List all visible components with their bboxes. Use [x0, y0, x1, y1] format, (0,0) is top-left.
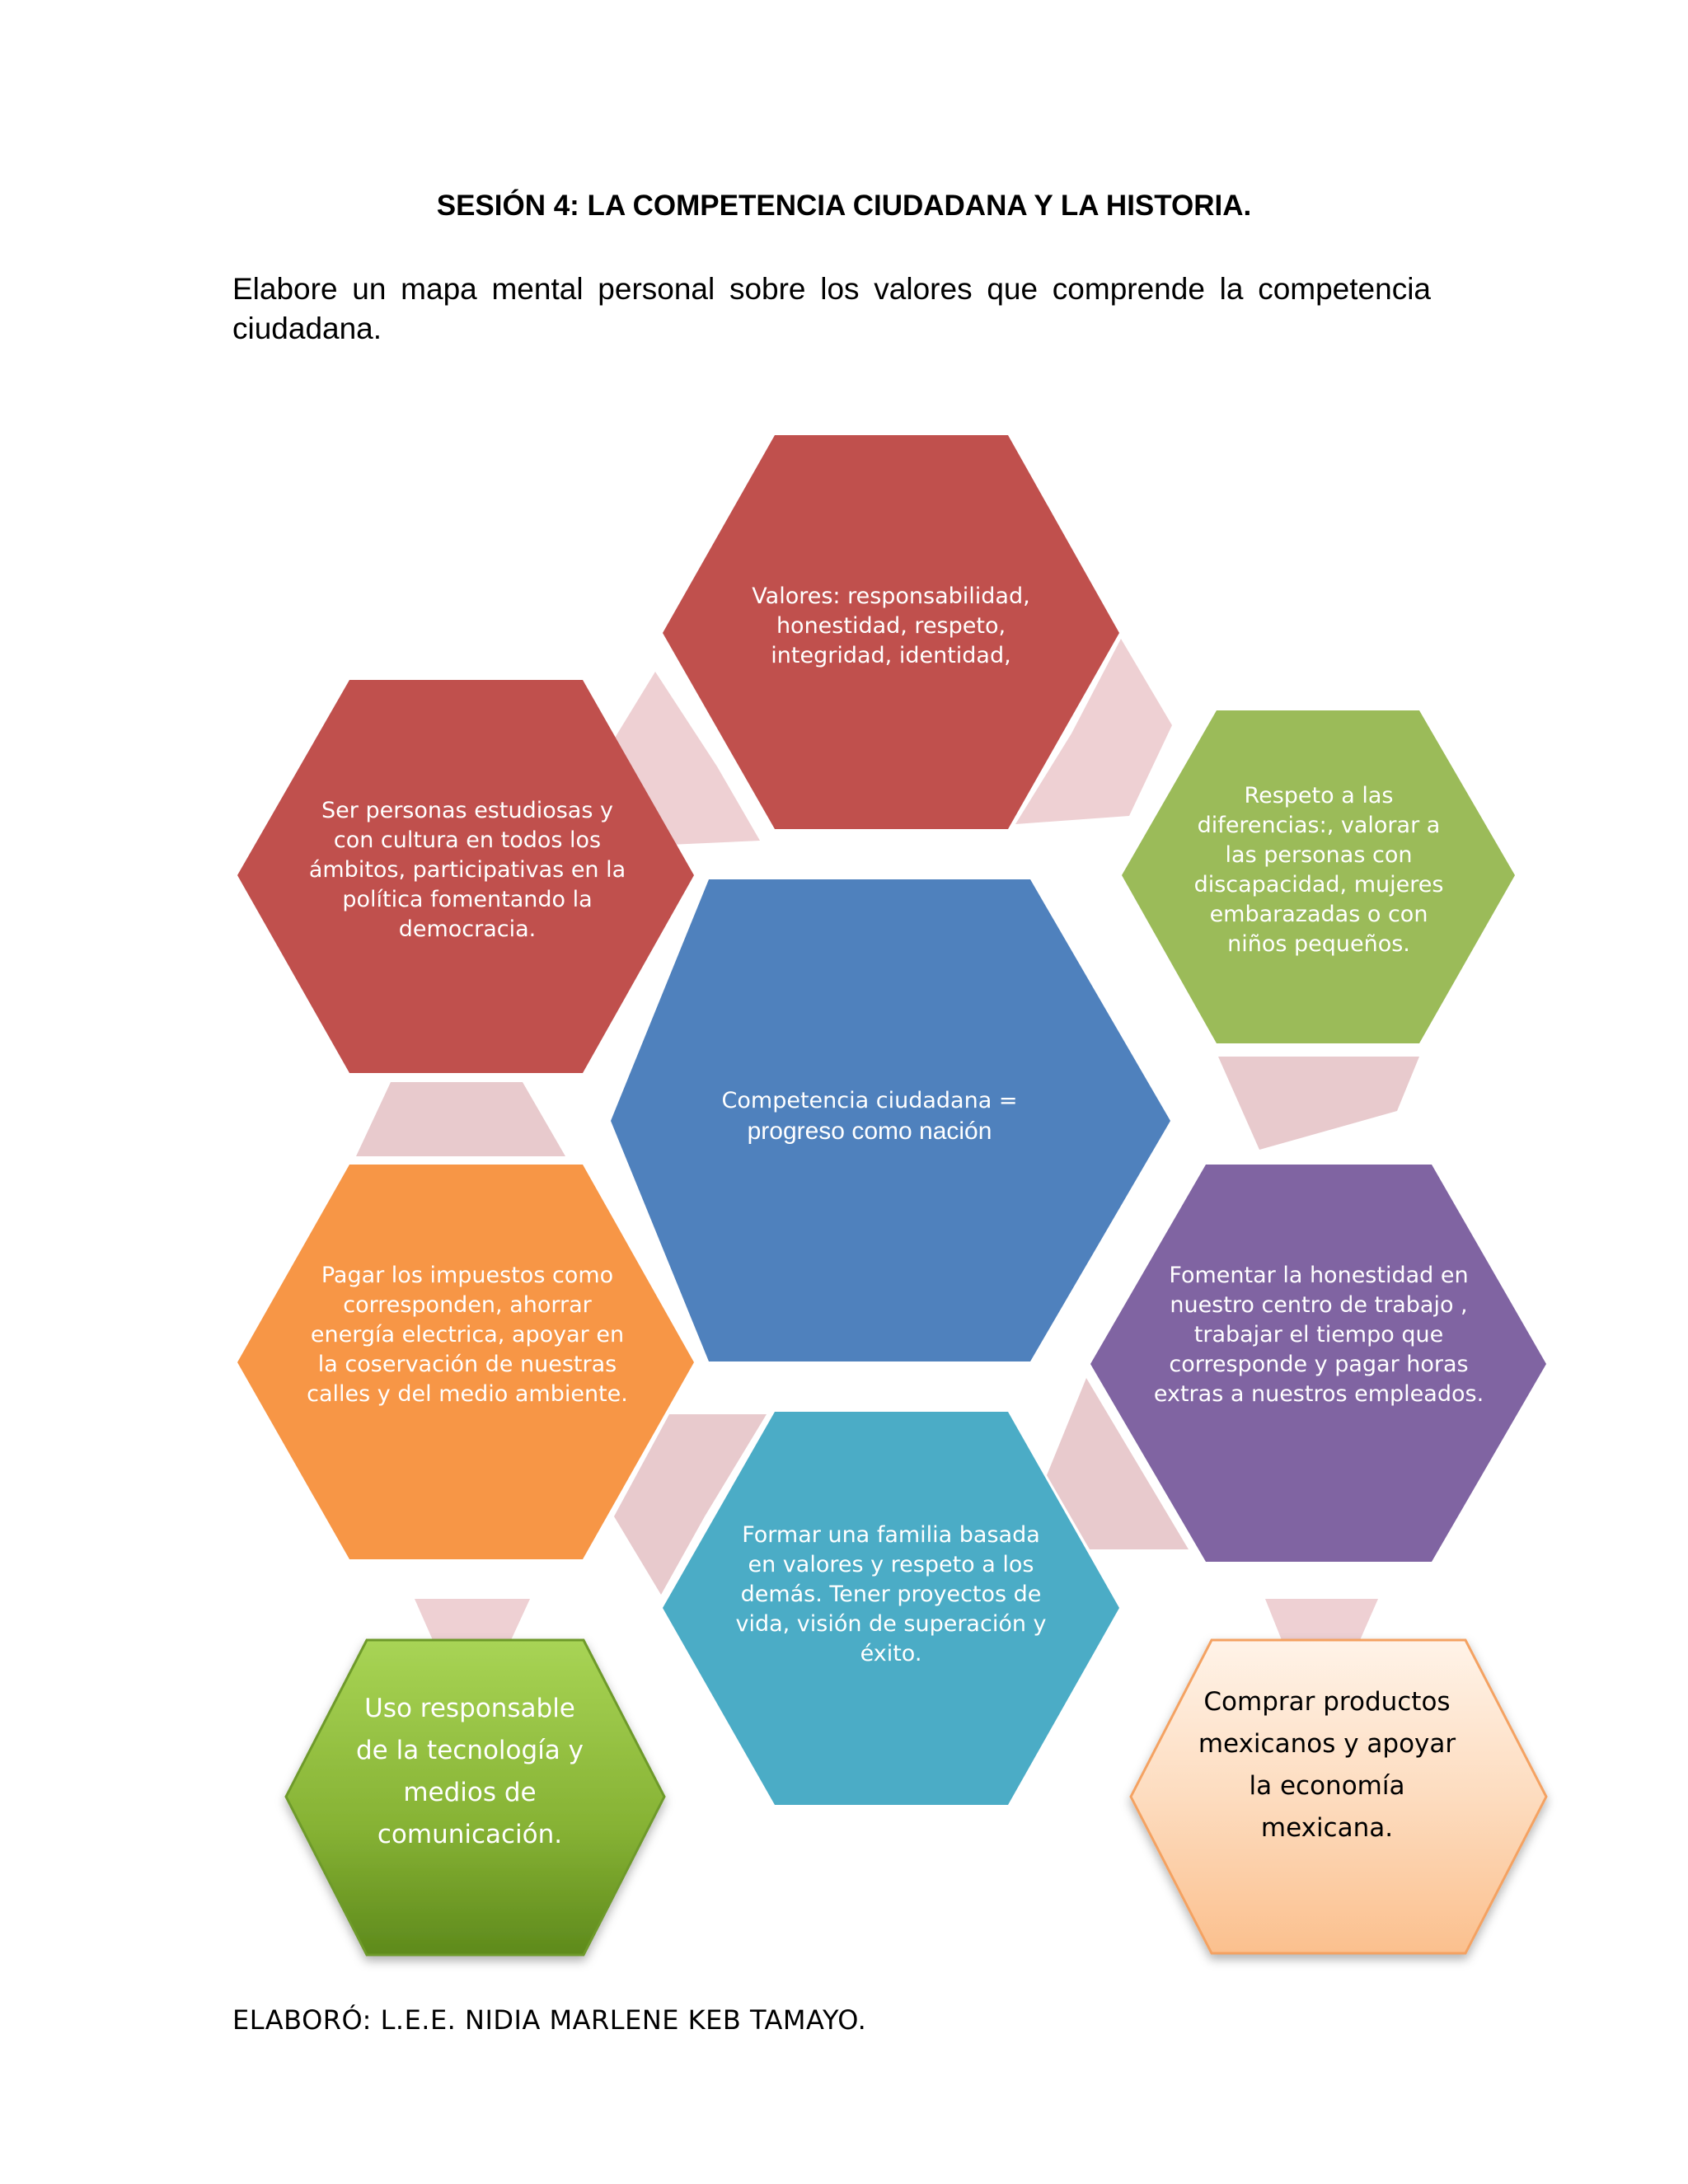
center-label: Competencia ciudadana = progreso como na…: [709, 1086, 1030, 1147]
productos-label: Comprar productos mexicanos y apoyar la …: [1198, 1687, 1456, 1843]
connector-impuestos-tecnologia: [415, 1599, 530, 1640]
connector-estudiosas-impuestos: [356, 1082, 565, 1156]
hexagon-familia: [663, 1412, 1119, 1805]
valores-label: Valores: responsabilidad, honestidad, re…: [752, 583, 1030, 668]
center-label-line1: Competencia ciudadana =: [721, 1088, 1018, 1113]
instructions-text: Elabore un mapa mental personal sobre lo…: [232, 272, 1431, 345]
hexagon-productos: [1129, 1638, 1548, 1955]
hexagon-valores: [663, 435, 1119, 829]
center-label-line2: progreso como nación: [747, 1118, 992, 1145]
honestidad-trabajo-label: Fomentar la honestidad en nuestro centro…: [1153, 1263, 1484, 1407]
estudiosas-label: Ser personas estudiosas y con cultura en…: [308, 798, 626, 942]
connector-impuestos-familia: [614, 1414, 767, 1595]
connector-valores-respeto: [1015, 639, 1172, 824]
page-title: SESIÓN 4: LA COMPETENCIA CIUDADANA Y LA …: [436, 190, 1252, 222]
hexagon-respeto-diferencias: [1122, 710, 1515, 1043]
respeto-diferencias-label: Respeto a las diferencias:, valorar a la…: [1193, 783, 1444, 957]
tecnologia-label: Uso responsable de la tecnología y medio…: [355, 1694, 584, 1849]
connector-honestidad-productos: [1265, 1599, 1378, 1640]
hexagon-center: [611, 879, 1170, 1361]
hexagon-estudiosas: [237, 680, 694, 1073]
familia-label: Formar una familia basada en valores y r…: [735, 1522, 1047, 1666]
impuestos-label: Pagar los impuestos como corresponden, a…: [307, 1263, 628, 1407]
connector-honestidad-familia: [1047, 1378, 1189, 1549]
hexagon-tecnologia: [284, 1638, 666, 1957]
hexagons: [237, 435, 1548, 1957]
author-footer: ELABORÓ: L.E.E. NIDIA MARLENE KEB TAMAYO…: [232, 2004, 867, 2036]
connector-respeto-honestidad: [1218, 1057, 1419, 1150]
hexagon-impuestos: [237, 1165, 694, 1559]
hexagon-honestidad-trabajo: [1090, 1165, 1546, 1562]
